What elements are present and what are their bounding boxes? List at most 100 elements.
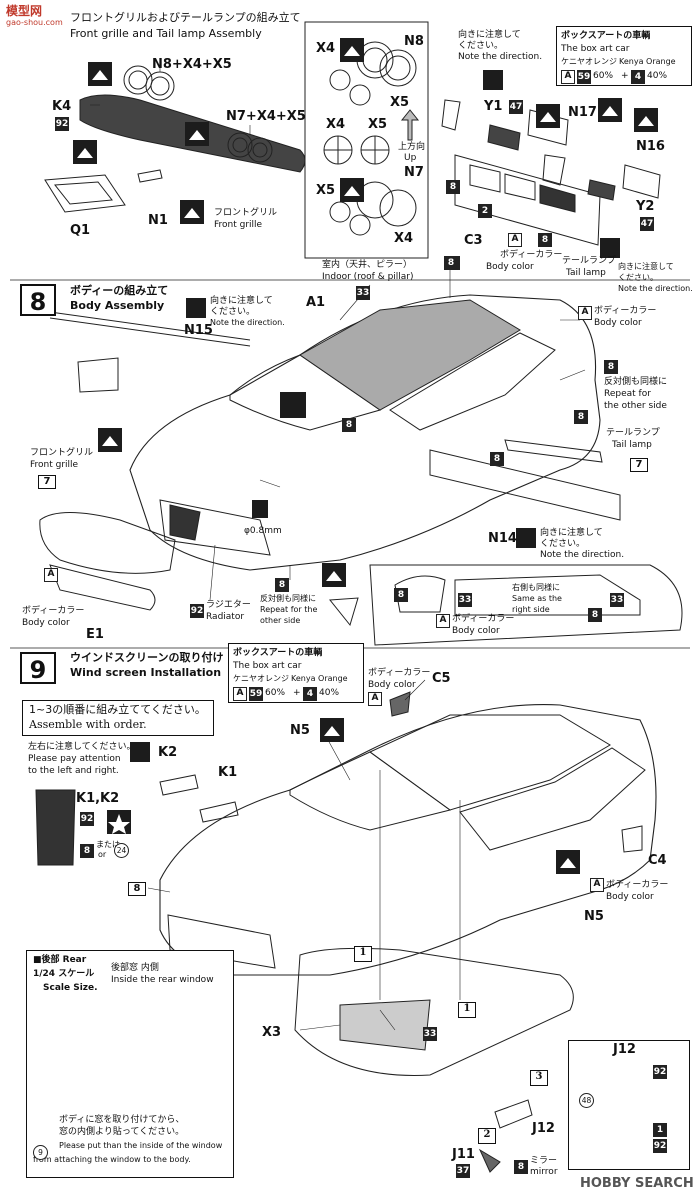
- lr-en1: Please pay attention: [28, 754, 121, 764]
- part-q1: Q1: [70, 223, 91, 238]
- inset-n7: N7: [404, 165, 424, 180]
- lr-jp: 左右に注意してください。: [28, 742, 136, 752]
- rear-color-9: 9: [33, 1145, 48, 1160]
- part-c4: C4: [648, 853, 667, 868]
- boxart9-jp: ボックスアートの車輌: [233, 648, 323, 658]
- k-color-8: 8: [80, 844, 94, 858]
- front-grille-jp: フロントグリル: [214, 208, 278, 218]
- c5-body-en: Body color: [368, 680, 416, 690]
- step9-boxart: ボックスアートの車輌 The box art car ケニヤオレンジ Kenya…: [228, 643, 364, 703]
- color-8-right: 8: [604, 360, 618, 374]
- inset-x4: X4: [316, 41, 336, 56]
- win-8: 8: [394, 588, 408, 602]
- tail-en-8: Tail lamp: [612, 440, 652, 450]
- order-en: Assemble with order.: [29, 718, 147, 731]
- drill-size: φ0.8mm: [244, 526, 282, 536]
- jpanel-48: 48: [579, 1093, 594, 1108]
- inset-up-jp: 上方向: [398, 142, 426, 152]
- step9-number: 9: [20, 652, 56, 684]
- k-color-24: 24: [114, 843, 129, 858]
- boxart9-c2: 4: [303, 687, 317, 701]
- c5-a: A: [368, 692, 382, 706]
- step9-title-jp: ウインドスクリーンの取り付け: [70, 651, 224, 664]
- rear-inside-jp: 後部窓 内側: [111, 963, 159, 973]
- order-box: 1~3の順番に組み立ててください。 Assemble with order.: [22, 700, 214, 736]
- boxart-c2: 4: [631, 70, 645, 84]
- n15-note-en: Note the direction.: [210, 318, 285, 327]
- lr-en2: to the left and right.: [28, 766, 119, 776]
- watermark-top: 模型网: [6, 4, 43, 18]
- part-k2: K2: [158, 745, 178, 760]
- repeat2-en2: other side: [260, 616, 301, 625]
- c5-body-jp: ボディーカラー: [368, 668, 431, 678]
- tail-jp-8: テールランプ: [606, 428, 660, 438]
- n15-note-jp2: ください。: [210, 307, 256, 317]
- color-33-a: 33: [356, 286, 370, 300]
- n14-note-jp: 向きに注意して: [540, 528, 603, 538]
- color-92: 92: [55, 117, 69, 131]
- tail-body-en: Body color: [486, 262, 534, 272]
- part-n8x4x5: N8+X4+X5: [152, 57, 232, 72]
- color-8-mid2: 8: [490, 452, 504, 466]
- color-8-mid: 8: [574, 410, 588, 424]
- inset-n8: N8: [404, 34, 424, 49]
- tail-body-jp: ボディーカラー: [500, 250, 563, 260]
- win-a: A: [436, 614, 450, 628]
- front-grille-en: Front grille: [214, 220, 263, 230]
- jpanel-j12: J12: [613, 1042, 636, 1057]
- boxart9-en: The box art car: [233, 661, 302, 671]
- seq-1-b: 1: [458, 1002, 476, 1018]
- indoor-jp: 室内（天井、ピラー）: [322, 260, 413, 270]
- tail-lamp-jp: テールランプ: [562, 256, 616, 266]
- win-same-en1: Same as the: [512, 594, 562, 603]
- order-jp: 1~3の順番に組み立ててください。: [29, 703, 206, 716]
- part-a1: A1: [306, 295, 326, 310]
- body-en: Body color: [594, 318, 642, 328]
- tail-note2-en: Note the direction.: [618, 284, 693, 293]
- color-a-tail: A: [508, 233, 522, 247]
- rear-step-jp: ボディに窓を取り付けてから、: [59, 1115, 185, 1125]
- boxart-p1: 60%: [593, 71, 614, 81]
- part-k1: K1: [218, 765, 238, 780]
- win-same-jp: 右側も同様に: [512, 583, 560, 592]
- repeat-jp: 反対側も同様に: [604, 377, 668, 387]
- rear-scale-en: Scale Size.: [43, 983, 98, 993]
- part-k1k2: K1,K2: [76, 791, 120, 806]
- color-8-b: 8: [538, 233, 552, 247]
- part-n16: N16: [636, 139, 665, 154]
- part-n14: N14: [488, 531, 517, 546]
- boxart-c1: 59: [577, 70, 591, 84]
- seq-2: 2: [478, 1128, 496, 1144]
- inset-x4c: X4: [394, 231, 414, 246]
- boxart9-plus: +: [293, 688, 301, 698]
- win-body-en: Body color: [452, 626, 500, 636]
- jpanel-92a: 92: [653, 1065, 667, 1079]
- boxart9-a: A: [233, 687, 247, 701]
- body-a: A: [578, 306, 592, 320]
- radiator-en: Radiator: [206, 612, 245, 622]
- part-c3: C3: [464, 233, 483, 248]
- part-k4: K4: [52, 99, 72, 114]
- seq-3: 3: [530, 1070, 548, 1086]
- boxart-en: The box art car: [561, 44, 630, 54]
- rear-title: ■後部 Rear: [33, 955, 87, 965]
- jpanel-1: 1: [653, 1123, 667, 1137]
- win-33: 33: [458, 593, 472, 607]
- n14-note-en: Note the direction.: [540, 550, 625, 560]
- part-x3: X3: [262, 1025, 282, 1040]
- repeat-en2: the other side: [604, 401, 667, 411]
- color-8-low: 8: [275, 578, 289, 592]
- boxart-plus: +: [621, 71, 629, 81]
- repeat2-jp: 反対側も同様に: [260, 594, 316, 603]
- boxart-p2: 40%: [647, 71, 668, 81]
- inset-x4b: X4: [326, 117, 346, 132]
- part-j11: J11: [452, 1147, 475, 1162]
- c4-a: A: [590, 878, 604, 892]
- boxart-a: A: [561, 70, 575, 84]
- step8-title-jp: ボディーの組み立て: [70, 284, 169, 297]
- boxart9-p2: 40%: [319, 688, 340, 698]
- e1-body-jp: ボディーカラー: [22, 606, 85, 616]
- rear-step-en2: from attaching the window to the body.: [33, 1155, 191, 1164]
- step7-title-jp: フロントグリルおよびテールランプの組み立て: [70, 11, 301, 24]
